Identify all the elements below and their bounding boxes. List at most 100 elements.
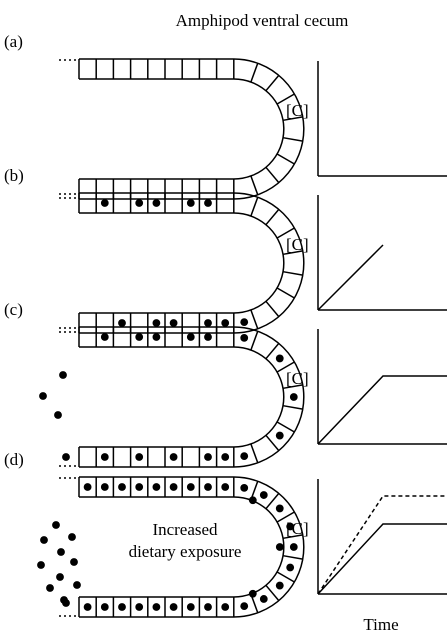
particle [83, 603, 92, 611]
concentration-curve [317, 244, 384, 311]
bend-cell-divider [282, 384, 303, 390]
particle [152, 319, 161, 327]
bend-cell-divider [250, 443, 259, 464]
panel-label: (b) [4, 166, 24, 185]
bend-cell-divider [276, 153, 295, 165]
particle [135, 483, 144, 491]
bend-cell-divider [276, 287, 295, 299]
x-axis-label-time: Time [363, 615, 398, 634]
particle [100, 453, 109, 461]
panel-label: (c) [4, 300, 23, 319]
concentration-curve [317, 375, 447, 445]
panel-c: (c) [C] [4, 300, 447, 468]
particle [204, 199, 212, 207]
particle [286, 563, 295, 572]
particle [240, 602, 249, 610]
y-axis-label: [C] [286, 101, 309, 120]
particle [240, 452, 249, 460]
particle [100, 199, 109, 207]
bend-cell-divider [282, 270, 303, 276]
particle [221, 319, 230, 327]
particle [169, 453, 178, 461]
particle [152, 603, 161, 611]
particle [135, 199, 144, 207]
bend-cell-divider [265, 584, 280, 602]
particle [221, 453, 230, 461]
bend-cell-divider [250, 62, 259, 83]
bend-cell-divider [265, 434, 280, 452]
external-particle [59, 371, 67, 379]
tube-outer-wall [79, 326, 305, 468]
particle [118, 319, 126, 327]
particle [152, 483, 161, 491]
external-particle [62, 599, 70, 607]
tube-outer-wall [79, 192, 305, 334]
external-particle [70, 558, 78, 566]
bend-cell-divider [282, 404, 303, 410]
concentration-curve [317, 523, 447, 595]
particle [169, 483, 178, 491]
bend-cell-divider [282, 534, 303, 540]
bend-cell-divider [250, 309, 259, 330]
bend-cell-divider [250, 196, 259, 217]
particle [204, 319, 212, 327]
bend-cell-divider [265, 492, 280, 510]
external-particle [73, 581, 81, 589]
bend-cell-divider [276, 571, 295, 583]
bend-cell-divider [250, 330, 259, 351]
particle [152, 333, 161, 341]
panel-b: (b) [C] [4, 166, 447, 334]
external-particle [57, 548, 65, 556]
particle [275, 581, 284, 590]
bend-cell-divider [282, 250, 303, 256]
particle [186, 333, 195, 341]
bend-cell-divider [265, 208, 280, 226]
bend-cell-divider [265, 342, 280, 360]
external-particle [54, 411, 62, 419]
particle [100, 603, 109, 611]
tube-inner-wall [79, 78, 285, 180]
particle [152, 199, 161, 207]
particle [204, 333, 212, 341]
y-axis-label: [C] [286, 369, 309, 388]
bend-cell-divider [276, 227, 295, 239]
particle [83, 483, 92, 491]
particle [259, 595, 268, 603]
panel-label: (a) [4, 32, 23, 51]
particle [289, 543, 298, 551]
panel-a: (a) [C] [4, 32, 447, 200]
particle [275, 354, 284, 363]
tube-inner-wall [79, 346, 285, 448]
external-particle [37, 561, 45, 569]
external-particle [62, 453, 70, 461]
bend-cell-divider [282, 116, 303, 122]
bend-cell-divider [250, 175, 259, 196]
center-text-line: dietary exposure [129, 542, 242, 561]
y-axis-label: [C] [286, 235, 309, 254]
tube-inner-wall [79, 212, 285, 314]
y-axis-label: [C] [286, 519, 309, 538]
bend-cell-divider [276, 93, 295, 105]
particle [240, 484, 249, 492]
particle [186, 603, 195, 611]
particle [248, 496, 257, 505]
particle [221, 603, 230, 611]
particle [275, 504, 284, 513]
particle [169, 319, 178, 327]
particle [186, 483, 195, 491]
particle [275, 543, 284, 551]
particle [240, 334, 249, 342]
particle [135, 603, 144, 611]
external-particle [39, 392, 47, 400]
bend-cell-divider [276, 511, 295, 523]
external-particle [40, 536, 48, 544]
particle [221, 483, 230, 491]
particle [248, 589, 257, 598]
bend-cell-divider [265, 74, 280, 92]
particle [204, 453, 212, 461]
bend-cell-divider [265, 166, 280, 184]
center-text-line: Increased [152, 520, 218, 539]
bend-cell-divider [265, 300, 280, 318]
